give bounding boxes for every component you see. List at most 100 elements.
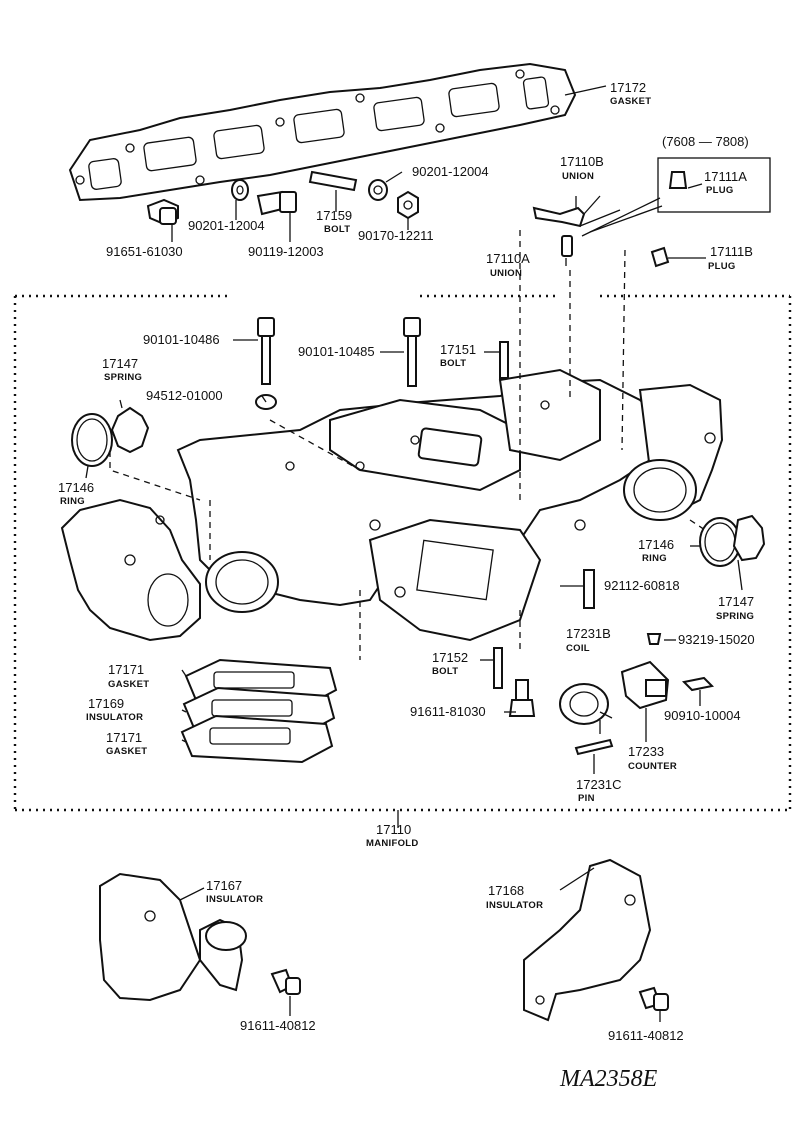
svg-text:92112-60818: 92112-60818 [604,578,680,593]
svg-text:RING: RING [642,553,667,564]
svg-text:17151: 17151 [440,342,476,357]
svg-text:BOLT: BOLT [324,224,350,235]
svg-text:17146: 17146 [638,537,674,552]
svg-text:GASKET: GASKET [106,746,147,757]
svg-text:17147: 17147 [102,356,138,371]
exhaust-gasket-drawing [68,62,607,202]
svg-text:17231C: 17231C [576,777,622,792]
part-label-90910-10004: 90910-10004 [664,708,741,723]
svg-text:91611-40812: 91611-40812 [608,1028,684,1043]
svg-text:17169: 17169 [88,696,124,711]
svg-text:PLUG: PLUG [708,261,736,272]
svg-text:COUNTER: COUNTER [628,761,677,772]
svg-text:91651-61030: 91651-61030 [106,244,183,259]
svg-text:GASKET: GASKET [610,96,651,107]
svg-text:17172: 17172 [610,80,646,95]
part-label-91611-40812-b: 91611-40812 [608,1028,684,1043]
svg-text:17171: 17171 [108,662,144,677]
svg-text:17152: 17152 [432,650,468,665]
svg-text:UNION: UNION [562,171,594,182]
counter-coil-drawing [559,660,715,756]
part-label-17110a: 17110A UNION [486,251,530,279]
svg-text:SPRING: SPRING [104,372,142,383]
svg-text:90101-10486: 90101-10486 [143,332,220,347]
svg-text:93219-15020: 93219-15020 [678,632,755,647]
part-label-91611-81030: 91611-81030 [410,704,486,719]
svg-text:90101-10485: 90101-10485 [298,344,375,359]
svg-text:17147: 17147 [718,594,754,609]
svg-text:90170-12211: 90170-12211 [358,228,434,243]
svg-text:BOLT: BOLT [432,666,458,677]
gasket-insulator-stack-drawing [180,658,338,764]
part-label-94512-01000: 94512-01000 [146,388,223,403]
part-label-90119-12003: 90119-12003 [248,244,324,259]
svg-text:PIN: PIN [578,793,595,804]
svg-text:90910-10004: 90910-10004 [664,708,741,723]
svg-text:BOLT: BOLT [440,358,466,369]
manifold-hardware-drawing [71,317,766,717]
svg-text:17167: 17167 [206,878,242,893]
svg-text:INSULATOR: INSULATOR [86,712,143,723]
svg-text:17111A: 17111A [704,169,747,184]
part-label-93219-15020: 93219-15020 [678,632,755,647]
svg-text:17159: 17159 [316,208,352,223]
union-plug-drawing [532,157,771,268]
part-label-90201-12004-b: 90201-12004 [188,218,265,233]
svg-text:94512-01000: 94512-01000 [146,388,223,403]
svg-text:17146: 17146 [58,480,94,495]
svg-text:90119-12003: 90119-12003 [248,244,324,259]
svg-text:17233: 17233 [628,744,664,759]
svg-text:91611-81030: 91611-81030 [410,704,486,719]
part-label-90101-10485: 90101-10485 [298,344,375,359]
svg-text:SPRING: SPRING [716,611,754,622]
svg-text:17231B: 17231B [566,626,611,641]
intake-manifold-drawing [60,230,724,660]
svg-text:PLUG: PLUG [706,185,734,196]
svg-text:17168: 17168 [488,883,524,898]
heat-insulator-17168-drawing [523,858,669,1022]
svg-text:17110: 17110 [376,822,411,837]
svg-text:GASKET: GASKET [108,679,149,690]
part-label-92112-60818: 92112-60818 [604,578,680,593]
manifold-group-frame [13,294,792,828]
svg-text:MA2358E: MA2358E [559,1066,658,1092]
svg-text:RING: RING [60,496,85,507]
svg-text:17110B: 17110B [560,154,604,169]
svg-text:17171: 17171 [106,730,142,745]
svg-text:COIL: COIL [566,643,590,654]
drawing-code: MA2358E [559,1066,658,1092]
svg-text:(7608 — 7808): (7608 — 7808) [662,134,749,149]
part-label-90201-12004-a: 90201-12004 [412,164,489,179]
svg-text:INSULATOR: INSULATOR [206,894,263,905]
leader-lines [85,183,743,1022]
part-label-17231b: 17231B COIL [566,626,611,654]
gasket-hardware-drawing [146,170,419,226]
svg-text:90201-12004: 90201-12004 [412,164,489,179]
part-label-90101-10486: 90101-10486 [143,332,220,347]
svg-text:17110A: 17110A [486,251,530,266]
part-label-17110b: 17110B UNION [560,154,604,182]
svg-text:INSULATOR: INSULATOR [486,900,543,911]
part-label-91651-61030: 91651-61030 [106,244,183,259]
svg-text:17111B: 17111B [710,244,753,259]
date-range-label: (7608 — 7808) [662,134,749,149]
heat-insulator-17167-drawing [99,872,301,1002]
svg-text:UNION: UNION [490,268,522,279]
